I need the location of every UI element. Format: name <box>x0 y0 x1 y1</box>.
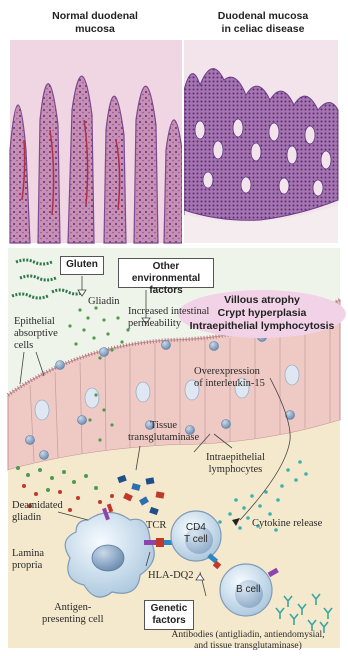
deamidated-gliadin-label: Deamidated gliadin <box>12 500 63 524</box>
gliadin-label: Gliadin <box>88 296 120 308</box>
tissue-transglutaminase-label: Tissue transglutaminase <box>128 420 199 444</box>
permeability-label: Increased intestinal permeability <box>128 306 209 330</box>
normal-mucosa-title: Normal duodenal mucosa <box>10 10 180 36</box>
tcr-label: TCR <box>146 520 166 532</box>
epithelial-cells-label: Epithelial absorptive cells <box>14 316 58 352</box>
antibodies-label: Antibodies (antigliadin, antiendomysial,… <box>150 630 346 652</box>
normal-mucosa-histology <box>10 40 182 243</box>
b-cell-label: B cell <box>236 584 260 596</box>
cd4-t-cell-label: CD4 T cell <box>184 522 208 546</box>
genetic-factors-box: Genetic factors <box>144 600 194 630</box>
hla-dq2-label: HLA-DQ2 <box>148 570 194 582</box>
environmental-factors-box: Other environmental factors <box>118 258 214 288</box>
interleukin-15-label: Overexpression of interleukin-15 <box>194 366 265 390</box>
celiac-mucosa-title: Duodenal mucosa in celiac disease <box>178 10 348 36</box>
antigen-presenting-cell-label: Antigen- presenting cell <box>42 602 104 626</box>
lamina-propria-label: Lamina propria <box>12 548 44 572</box>
gluten-box: Gluten <box>60 256 104 275</box>
cytokine-release-label: Cytokine release <box>252 518 322 530</box>
celiac-mucosa-histology <box>184 40 338 243</box>
intraepithelial-lymphocytes-label: Intraepithelial lymphocytes <box>206 452 265 476</box>
